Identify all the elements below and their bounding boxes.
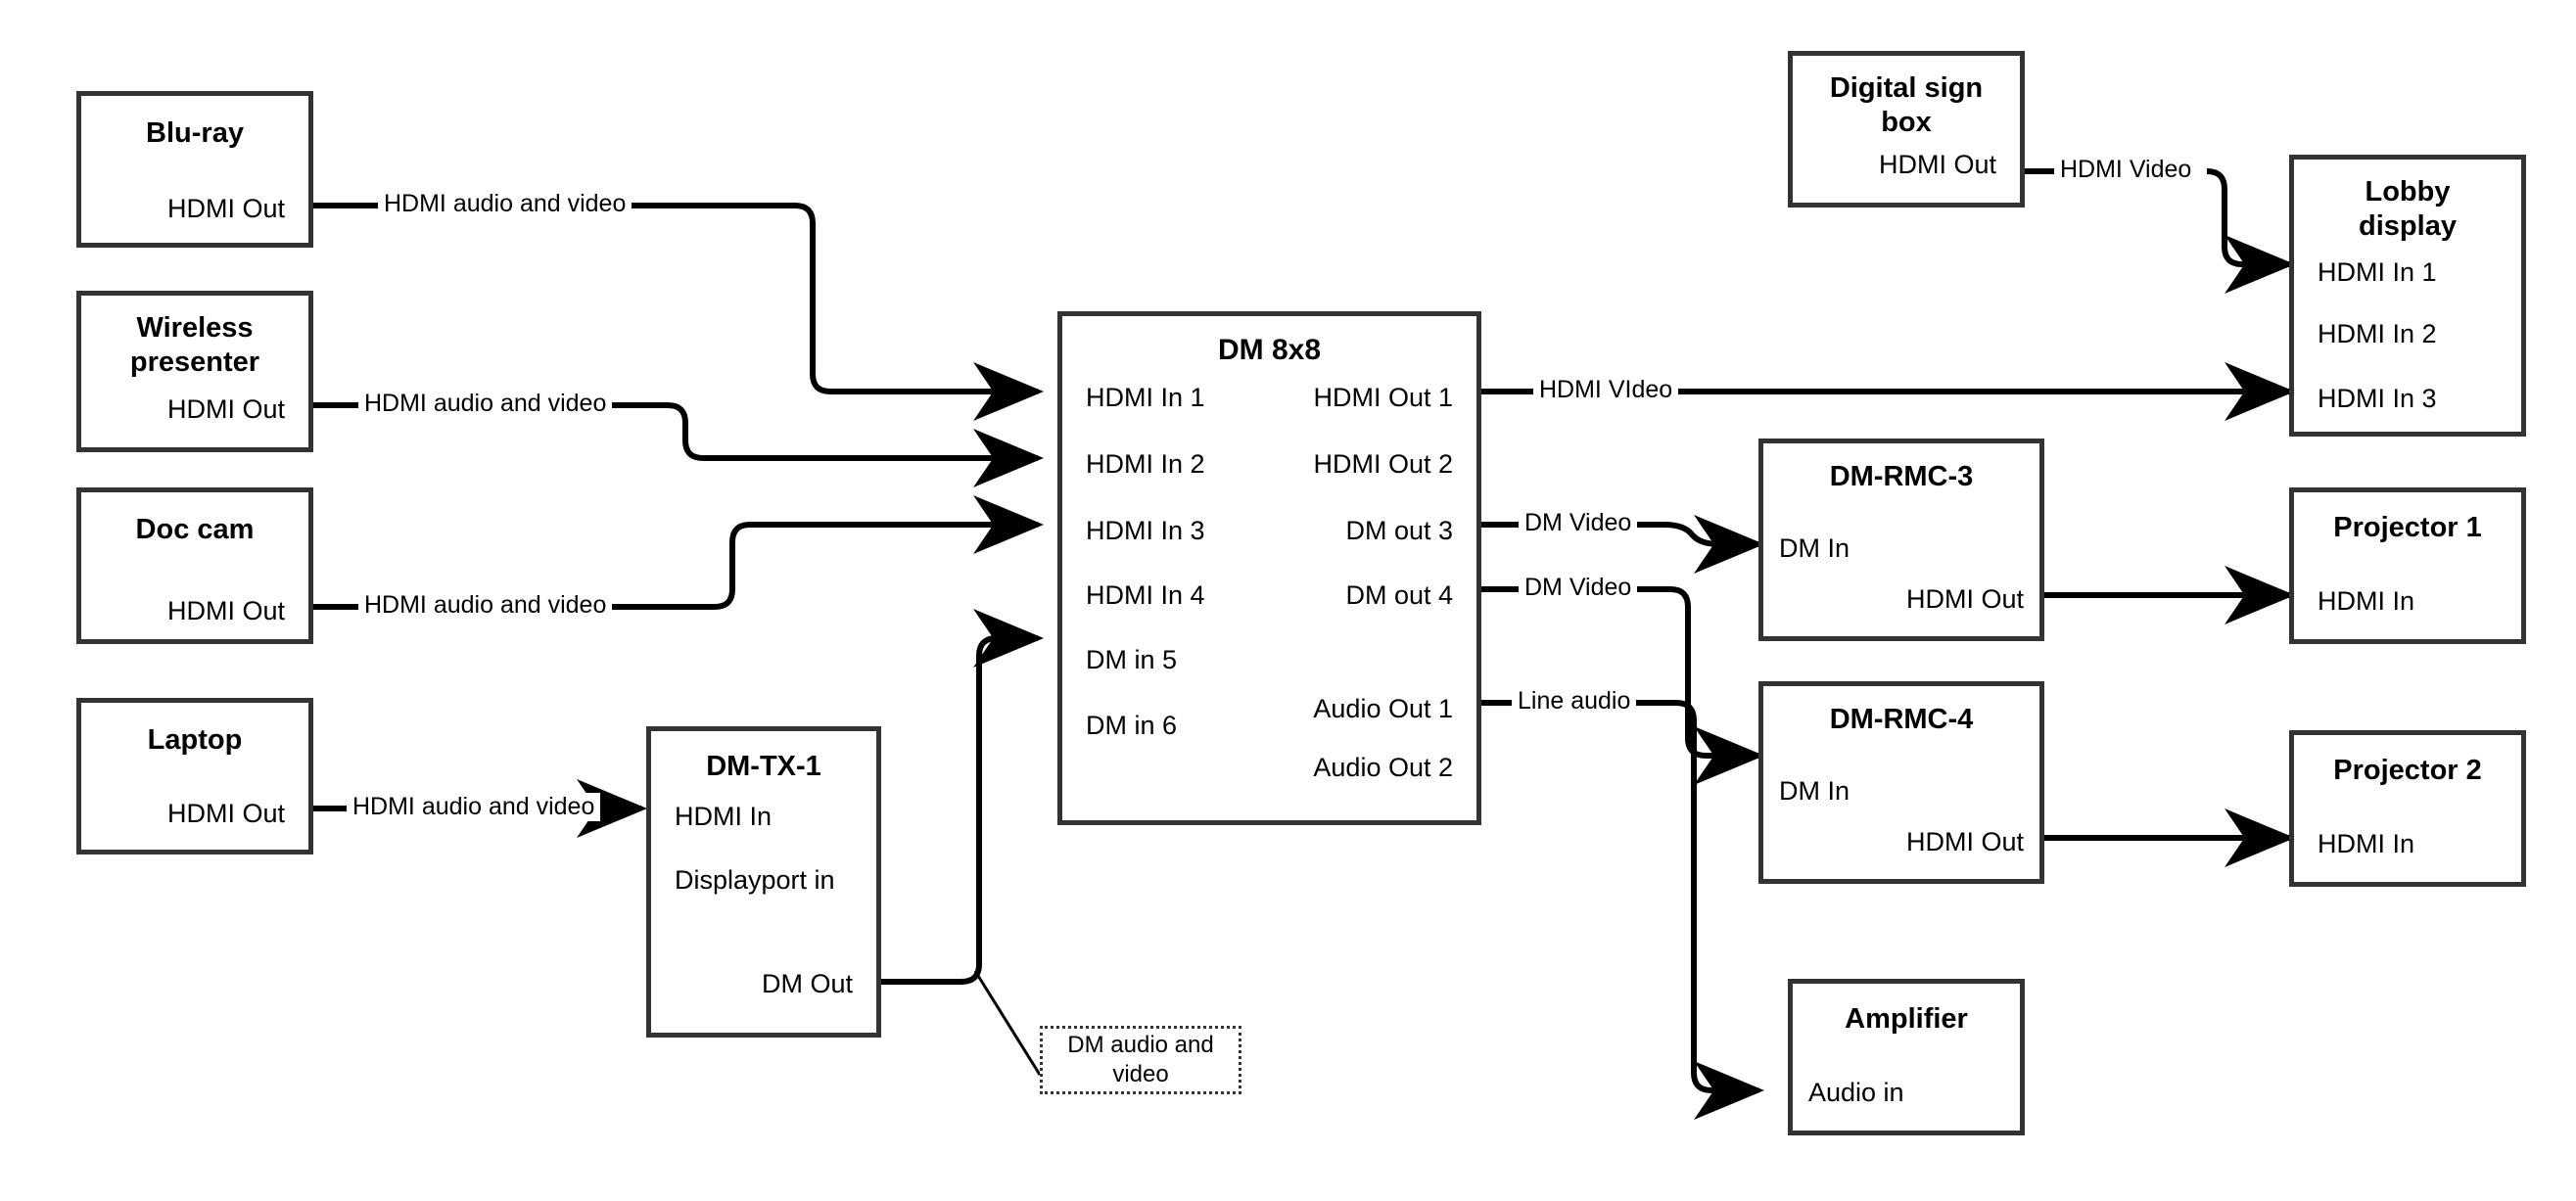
wire-bluray-to-dm8x8 [313,203,1038,392]
node-dm-rmc-4-port-hdmi-out: HDMI Out [1905,827,2024,856]
node-digital-sign-box-port-hdmi-out: HDMI Out [1878,150,1996,179]
callout-line-1: DM audio and [1067,1032,1214,1058]
node-lobby-display-port-hdmi-in-3: HDMI In 3 [2318,384,2437,413]
node-wireless-presenter-title-line1: Wireless [136,312,254,344]
node-dm-rmc-3-port-hdmi-out: HDMI Out [1905,584,2024,614]
node-dm-8x8[interactable]: DM 8x8 HDMI In 1 HDMI In 2 HDMI In 3 HDM… [1057,311,1481,825]
callout-leader-line [973,970,1042,1076]
node-dm-tx-1-port-hdmi-in: HDMI In [675,802,773,831]
node-dm-rmc-3-port-dm-in: DM In [1779,533,1850,563]
node-wireless-presenter[interactable]: Wireless presenter HDMI Out [76,291,313,452]
edge-label-wireless-to-dm8x8: HDMI audio and video [358,390,613,418]
node-lobby-display[interactable]: Lobby display HDMI In 1 HDMI In 2 HDMI I… [2289,155,2526,437]
callout-line-2: video [1112,1061,1169,1087]
node-dm-8x8-input-hdmi-in-1: HDMI In 1 [1086,383,1205,412]
node-dm-rmc-3[interactable]: DM-RMC-3 DM In HDMI Out [1758,439,2044,641]
node-amplifier-title: Amplifier [1845,1003,1968,1035]
node-dm-8x8-input-dm-in-6: DM in 6 [1086,711,1178,740]
node-digital-sign-box-title-line2: box [1881,106,1932,138]
node-dm-tx-1-port-dm-out: DM Out [761,969,853,998]
node-doc-cam-port-hdmi-out: HDMI Out [166,596,285,625]
node-digital-sign-box[interactable]: Digital sign box HDMI Out [1788,51,2025,208]
wire-doccam-to-dm8x8 [313,525,1038,610]
node-doc-cam-title: Doc cam [135,514,255,545]
edge-label-bluray-to-dm8x8: HDMI audio and video [378,190,632,218]
node-wireless-presenter-port-hdmi-out: HDMI Out [166,394,285,424]
node-dm-rmc-4-port-dm-in: DM In [1779,776,1850,806]
wire-wireless-to-dm8x8 [313,405,1038,458]
node-dm-8x8-output-dm-out-3: DM out 3 [1345,516,1453,545]
wire-dm8x8-to-amplifier [1481,700,1758,1090]
node-digital-sign-box-title-line1: Digital sign [1829,72,1984,104]
edge-label-dm8x8-dm-out-4: DM Video [1519,574,1638,602]
node-doc-cam[interactable]: Doc cam HDMI Out [76,487,313,644]
node-dm-8x8-input-hdmi-in-2: HDMI In 2 [1086,449,1205,479]
node-dm-8x8-output-hdmi-out-1: HDMI Out 1 [1313,383,1453,412]
edge-label-dm8x8-audio-out-1: Line audio [1512,687,1637,716]
node-bluray[interactable]: Blu-ray HDMI Out [76,91,313,248]
node-dm-8x8-input-dm-in-5: DM in 5 [1086,645,1178,674]
node-dm-tx-1[interactable]: DM-TX-1 HDMI In Displayport in DM Out [646,726,881,1038]
node-lobby-display-title-line1: Lobby [2365,176,2451,208]
node-projector-1-title: Projector 1 [2333,512,2482,543]
node-dm-tx-1-port-displayport-in: Displayport in [675,865,835,895]
node-dm-rmc-3-title: DM-RMC-3 [1829,461,1974,492]
node-projector-2-port-hdmi-in: HDMI In [2318,829,2415,858]
node-bluray-port-hdmi-out: HDMI Out [166,194,285,223]
node-dm-8x8-output-hdmi-out-2: HDMI Out 2 [1313,449,1453,479]
edge-label-dm8x8-dm-out-3: DM Video [1519,509,1638,537]
node-amplifier-port-audio-in: Audio in [1808,1078,1904,1107]
node-dm-8x8-input-hdmi-in-4: HDMI In 4 [1086,580,1205,610]
node-dm-rmc-4[interactable]: DM-RMC-4 DM In HDMI Out [1758,681,2044,884]
node-dm-tx-1-title: DM-TX-1 [706,751,821,782]
wire-sign-to-lobby [2025,168,2289,264]
node-projector-1[interactable]: Projector 1 HDMI In [2289,487,2526,644]
edge-label-doccam-to-dm8x8: HDMI audio and video [358,591,613,620]
node-lobby-display-port-hdmi-in-1: HDMI In 1 [2318,257,2437,287]
node-dm-8x8-input-hdmi-in-3: HDMI In 3 [1086,516,1205,545]
edge-label-dm8x8-hdmi-out-1: HDMI VIdeo [1533,376,1679,404]
node-lobby-display-port-hdmi-in-2: HDMI In 2 [2318,319,2437,348]
edge-label-laptop-to-dmtx1: HDMI audio and video [347,793,601,821]
node-laptop[interactable]: Laptop HDMI Out [76,698,313,855]
node-dm-8x8-output-audio-out-2: Audio Out 2 [1313,753,1453,782]
node-bluray-title: Blu-ray [146,117,244,149]
node-wireless-presenter-title-line2: presenter [129,346,260,378]
callout-dm-audio-and-video: DM audio and video [1040,1026,1241,1094]
edge-label-sign-to-lobby: HDMI Video [2054,156,2198,184]
wire-dm8x8-to-dmrmc3 [1481,525,1758,544]
node-amplifier[interactable]: Amplifier Audio in [1788,979,2025,1135]
node-dm-8x8-output-dm-out-4: DM out 4 [1345,580,1453,610]
node-projector-2[interactable]: Projector 2 HDMI In [2289,730,2526,887]
node-laptop-port-hdmi-out: HDMI Out [166,799,285,828]
node-dm-8x8-title: DM 8x8 [1217,334,1322,366]
node-lobby-display-title-line2: display [2359,210,2457,243]
wire-dm8x8-to-dmrmc4 [1481,586,1758,756]
node-projector-2-title: Projector 2 [2333,755,2482,786]
node-laptop-title: Laptop [147,724,243,756]
node-dm-rmc-4-title: DM-RMC-4 [1829,704,1974,735]
wire-dmtx1-to-dm8x8 [881,609,1044,985]
node-dm-8x8-output-audio-out-1: Audio Out 1 [1313,694,1453,723]
node-projector-1-port-hdmi-in: HDMI In [2318,586,2415,616]
